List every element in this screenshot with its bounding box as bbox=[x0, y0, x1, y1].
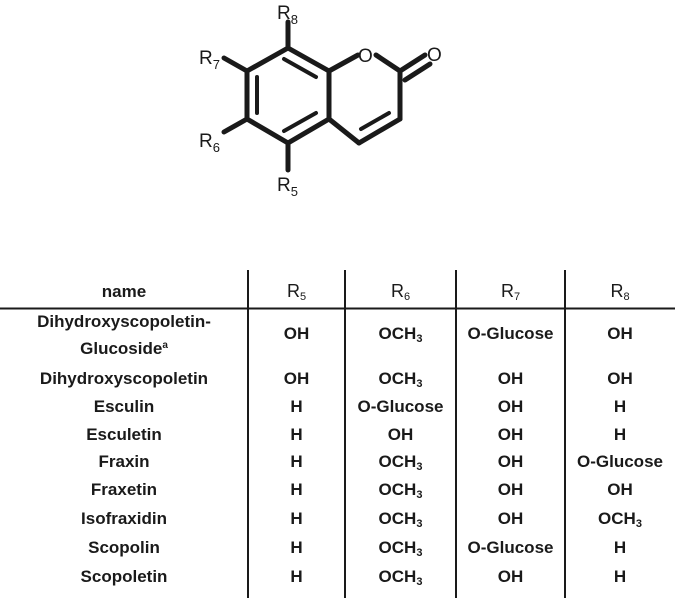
compound-name: Esculin bbox=[93, 397, 155, 416]
cell-r7: OH bbox=[497, 397, 524, 416]
cell-r5: OH bbox=[283, 324, 310, 343]
aromatic-bond bbox=[282, 111, 318, 133]
cell-r5: H bbox=[290, 538, 303, 557]
cell-r8: H bbox=[613, 397, 627, 416]
cell-r5: H bbox=[290, 425, 303, 444]
cell-r8: H bbox=[613, 538, 627, 557]
header-name: name bbox=[101, 282, 147, 301]
cell-r6: OCH3 bbox=[378, 324, 423, 345]
cell-r5: H bbox=[290, 567, 303, 586]
coumarin-structure: R8 R7 R6 R5 O O bbox=[199, 3, 442, 199]
cell-r5: H bbox=[290, 509, 303, 528]
c4-c4a-bond bbox=[326, 116, 362, 146]
r7-label: R7 bbox=[199, 48, 220, 72]
carbonyl-bond-2 bbox=[402, 61, 433, 83]
r7-bond bbox=[221, 55, 250, 74]
cell-r8: OH bbox=[607, 369, 633, 388]
cell-r5: OH bbox=[283, 369, 310, 388]
cell-r7: OH bbox=[497, 567, 524, 586]
table-rules bbox=[0, 270, 675, 598]
cell-r7: OH bbox=[497, 509, 524, 528]
cell-r7: O-Glucose bbox=[467, 538, 554, 557]
ring-oxygen-label: O bbox=[358, 46, 373, 67]
carbonyl-bond-1 bbox=[397, 52, 428, 74]
compound-name: Isofraxidin bbox=[81, 509, 167, 528]
header-r6: R6 bbox=[390, 281, 411, 303]
cell-r8: H bbox=[613, 567, 627, 586]
aromatic-bond bbox=[282, 57, 318, 79]
cell-r6: OCH3 bbox=[378, 452, 423, 473]
cell-r7: OH bbox=[497, 369, 524, 388]
carbonyl-oxygen-label: O bbox=[427, 45, 442, 66]
cell-r8: OH bbox=[607, 480, 633, 499]
compound-name: Esculetin bbox=[86, 425, 162, 444]
cell-r8: OH bbox=[607, 324, 633, 343]
compound-name: Dihydroxyscopoletin bbox=[39, 369, 209, 388]
cell-r7: OH bbox=[497, 425, 524, 444]
cell-r8: OCH3 bbox=[598, 509, 642, 530]
cell-r6: OCH3 bbox=[378, 369, 423, 390]
c3-c4-bond bbox=[356, 116, 403, 146]
compound-name: Scopoletin bbox=[80, 567, 168, 586]
c3-c4-double bbox=[359, 111, 391, 131]
cell-r7: OH bbox=[497, 480, 524, 499]
header-r8: R8 bbox=[610, 281, 630, 303]
cell-r6: OCH3 bbox=[378, 538, 423, 559]
r6-label: R6 bbox=[199, 131, 220, 155]
header-r7: R7 bbox=[500, 281, 521, 303]
header-r5: R5 bbox=[286, 281, 307, 303]
compound-name: Dihydroxyscopoletin- bbox=[37, 312, 211, 331]
cell-r8: H bbox=[613, 425, 627, 444]
r8-label: R8 bbox=[277, 3, 298, 27]
cell-r6: OCH3 bbox=[378, 567, 423, 588]
cell-r5: H bbox=[290, 397, 303, 416]
cell-r7: OH bbox=[497, 452, 524, 471]
cell-r6: OCH3 bbox=[378, 480, 423, 501]
compound-name-line2: Glucosidea bbox=[80, 339, 168, 358]
cell-r7: O-Glucose bbox=[467, 324, 554, 343]
cell-r5: H bbox=[290, 480, 303, 499]
compound-name: Fraxetin bbox=[90, 480, 158, 499]
compound-name: Scopolin bbox=[88, 538, 160, 557]
o-c2-bond bbox=[373, 52, 403, 74]
cell-r6: OH bbox=[387, 425, 414, 444]
c8a-o-bond bbox=[326, 52, 361, 74]
r6-bond bbox=[221, 116, 250, 135]
r5-label: R5 bbox=[277, 175, 298, 199]
cell-r5: H bbox=[290, 452, 303, 471]
cell-r6: OCH3 bbox=[378, 509, 423, 530]
cell-r6: O-Glucose bbox=[357, 397, 444, 416]
cell-r8: O-Glucose bbox=[577, 452, 663, 471]
compound-name: Fraxin bbox=[98, 452, 150, 471]
